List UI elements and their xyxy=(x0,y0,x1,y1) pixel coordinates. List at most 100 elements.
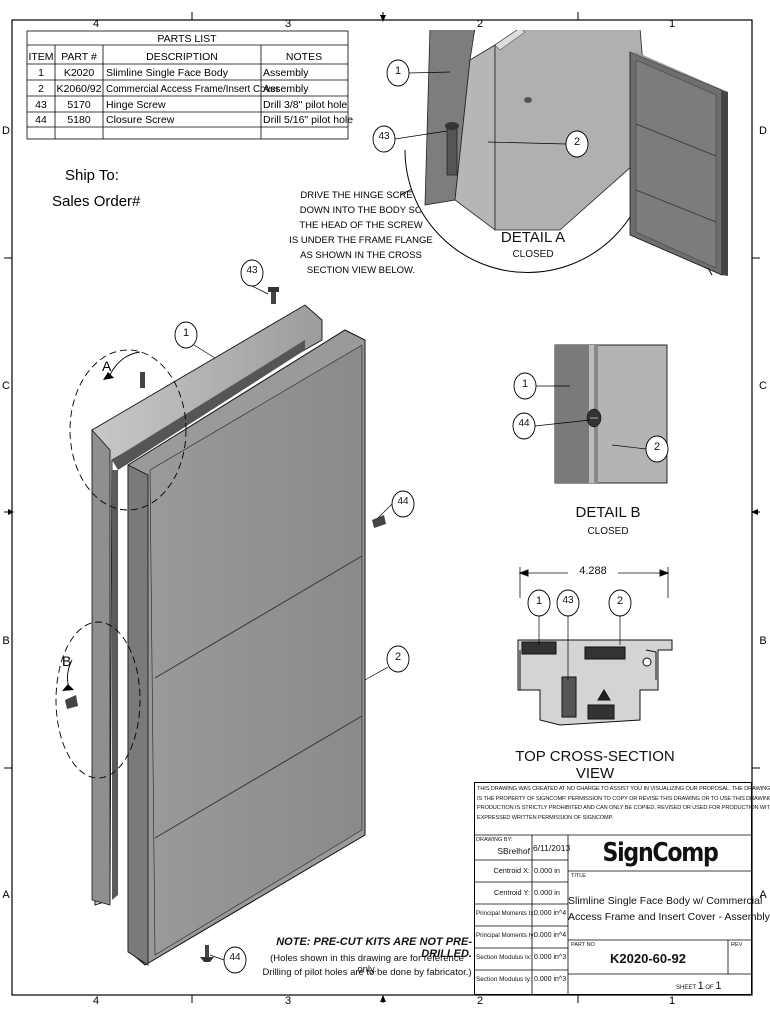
table-cell: Assembly xyxy=(263,67,309,79)
sheet-number: 1 xyxy=(697,980,704,992)
sheet-total: 1 xyxy=(715,980,722,992)
sheet-border xyxy=(11,19,753,996)
balloon-label: 44 xyxy=(397,496,409,507)
note-title: NOTE: PRE-CUT KITS ARE NOT PRE-DRILLED. xyxy=(276,936,472,960)
disclaimer-line: EXPRESSED WRITTEN PERMISSION OF SIGNCOMP… xyxy=(477,814,613,821)
hinge-note-line: DRIVE THE HINGE SCREW xyxy=(300,190,421,201)
table-cell: 5170 xyxy=(67,99,91,111)
detail-b-title: DETAIL B xyxy=(575,504,641,521)
disclaimer-line: PRODUCTION IS STRICTLY PROHIBITED AND CA… xyxy=(477,805,770,811)
column-header: ITEM xyxy=(28,51,53,63)
table-cell: K2020 xyxy=(64,67,95,79)
col-label-bottom: 2 xyxy=(477,995,483,1007)
balloon-label: 43 xyxy=(562,595,574,606)
isometric-closed-view xyxy=(629,51,728,276)
row-label-left: C xyxy=(2,380,10,392)
col-label-bottom: 3 xyxy=(285,995,291,1007)
drawing-title-line: Access Frame and Insert Cover - Assembly xyxy=(568,911,770,923)
balloon-label: 2 xyxy=(573,136,581,148)
property-label: Section Modulus Iy: xyxy=(476,976,532,983)
detail-a-title: DETAIL A xyxy=(500,229,566,246)
table-cell: Slimline Single Face Body xyxy=(106,67,229,79)
view-letter-b: B xyxy=(62,653,71,669)
balloon-label: 43 xyxy=(246,265,258,276)
balloon-label: 1 xyxy=(535,595,543,607)
rev-label: REV xyxy=(731,942,743,948)
property-label: Section Modulus Ix: xyxy=(476,954,532,961)
table-cell: Hinge Screw xyxy=(106,99,166,111)
table-cell: K2060/92 xyxy=(57,83,102,95)
drawing-title-line: Slimline Single Face Body w/ Commercial xyxy=(568,895,763,907)
table-cell: 43 xyxy=(35,99,47,111)
drawing-by: SBrelhof xyxy=(497,846,530,856)
property-value: 0.000 in^4 xyxy=(534,932,567,939)
detail-a-subtitle: CLOSED xyxy=(512,249,554,260)
row-label-left: A xyxy=(2,889,10,901)
part-no-label: PART NO xyxy=(571,942,595,948)
row-label-left: D xyxy=(2,125,10,137)
note-line: Drilling of pilot holes are to be done b… xyxy=(262,967,472,978)
property-value: 0.000 in xyxy=(534,866,560,875)
col-label-bottom: 4 xyxy=(93,995,99,1007)
table-cell: Closure Screw xyxy=(106,114,175,126)
balloon-label: 2 xyxy=(394,651,402,663)
table-cell: Drill 5/16" pilot hole xyxy=(263,114,353,126)
item-balloons xyxy=(174,59,669,974)
main-assembly-view xyxy=(55,287,386,966)
row-label-right: D xyxy=(759,125,767,137)
table-cell: 1 xyxy=(38,67,44,79)
property-label: Centroid Y: xyxy=(494,888,530,897)
property-value: 0.000 in^4 xyxy=(534,910,567,917)
table-cell: Commercial Access Frame/Insert Cover xyxy=(106,84,280,95)
row-label-right: A xyxy=(759,889,767,901)
title-label: TITLE xyxy=(571,873,586,879)
column-header: NOTES xyxy=(286,51,322,63)
of-label: OF xyxy=(705,985,714,991)
note-line: (Holes shown in this drawing are for ref… xyxy=(270,953,464,975)
col-label-top: 2 xyxy=(477,18,483,30)
table-cell: Assembly xyxy=(263,83,309,95)
disclaimer-line: IS THE PROPERTY OF SIGNCOMP. PERMISSION … xyxy=(477,795,770,802)
cross-section-dimension: 4.288 xyxy=(568,565,618,577)
property-label: Principal Moments Iy: xyxy=(476,932,536,939)
balloon-label: 1 xyxy=(394,65,402,77)
column-header: PART # xyxy=(61,51,97,63)
balloon-label: 2 xyxy=(653,441,661,453)
disclaimer: THIS DRAWING WAS CREATED AT NO CHARGE TO… xyxy=(477,785,770,823)
ship-to-label: Ship To: xyxy=(65,167,119,184)
title-block: THIS DRAWING WAS CREATED AT NO CHARGE TO… xyxy=(474,782,770,995)
parts-list-title: PARTS LIST xyxy=(157,33,217,45)
property-label: Centroid X: xyxy=(493,866,530,875)
leader-lines xyxy=(193,71,647,961)
property-label: Principal Moments Ix: xyxy=(476,910,536,917)
hinge-note-line: SECTION VIEW BELOW. xyxy=(307,265,415,276)
balloon-label: 2 xyxy=(616,595,624,607)
drawing-date: 6/11/2013 xyxy=(533,843,571,853)
property-value: 0.000 in xyxy=(534,888,560,897)
center-marks xyxy=(8,15,758,1002)
hinge-note-line: IS UNDER THE FRAME FLANGE xyxy=(289,235,432,246)
part-number: K2020-60-92 xyxy=(610,951,686,966)
balloon-label: 44 xyxy=(518,418,530,429)
sheet-label: SHEET xyxy=(676,985,696,991)
view-letter-a: A xyxy=(102,358,112,374)
col-label-top: 1 xyxy=(669,18,675,30)
drawing-by-label: DRAWING BY: xyxy=(476,837,513,843)
col-label-bottom: 1 xyxy=(669,995,675,1007)
disclaimer-line: THIS DRAWING WAS CREATED AT NO CHARGE TO… xyxy=(477,786,770,792)
row-label-right: B xyxy=(759,635,766,647)
balloon-label: 1 xyxy=(521,378,529,390)
balloon-label: 43 xyxy=(378,131,390,142)
detail-b-subtitle: CLOSED xyxy=(587,526,629,537)
sales-order-label: Sales Order# xyxy=(52,193,141,210)
table-cell: 2 xyxy=(38,83,44,95)
table-cell: 5180 xyxy=(67,114,91,126)
column-header: DESCRIPTION xyxy=(146,51,218,63)
signcomp-logo: SignComp xyxy=(602,838,718,868)
table-cell: 44 xyxy=(35,114,47,126)
property-value: 0.000 in^3 xyxy=(534,954,567,961)
balloon-label: 1 xyxy=(182,327,190,339)
cross-section-title: TOP CROSS-SECTION VIEW xyxy=(515,748,675,782)
table-cell: Drill 3/8" pilot hole xyxy=(263,99,347,111)
parts-list-table xyxy=(26,30,349,140)
